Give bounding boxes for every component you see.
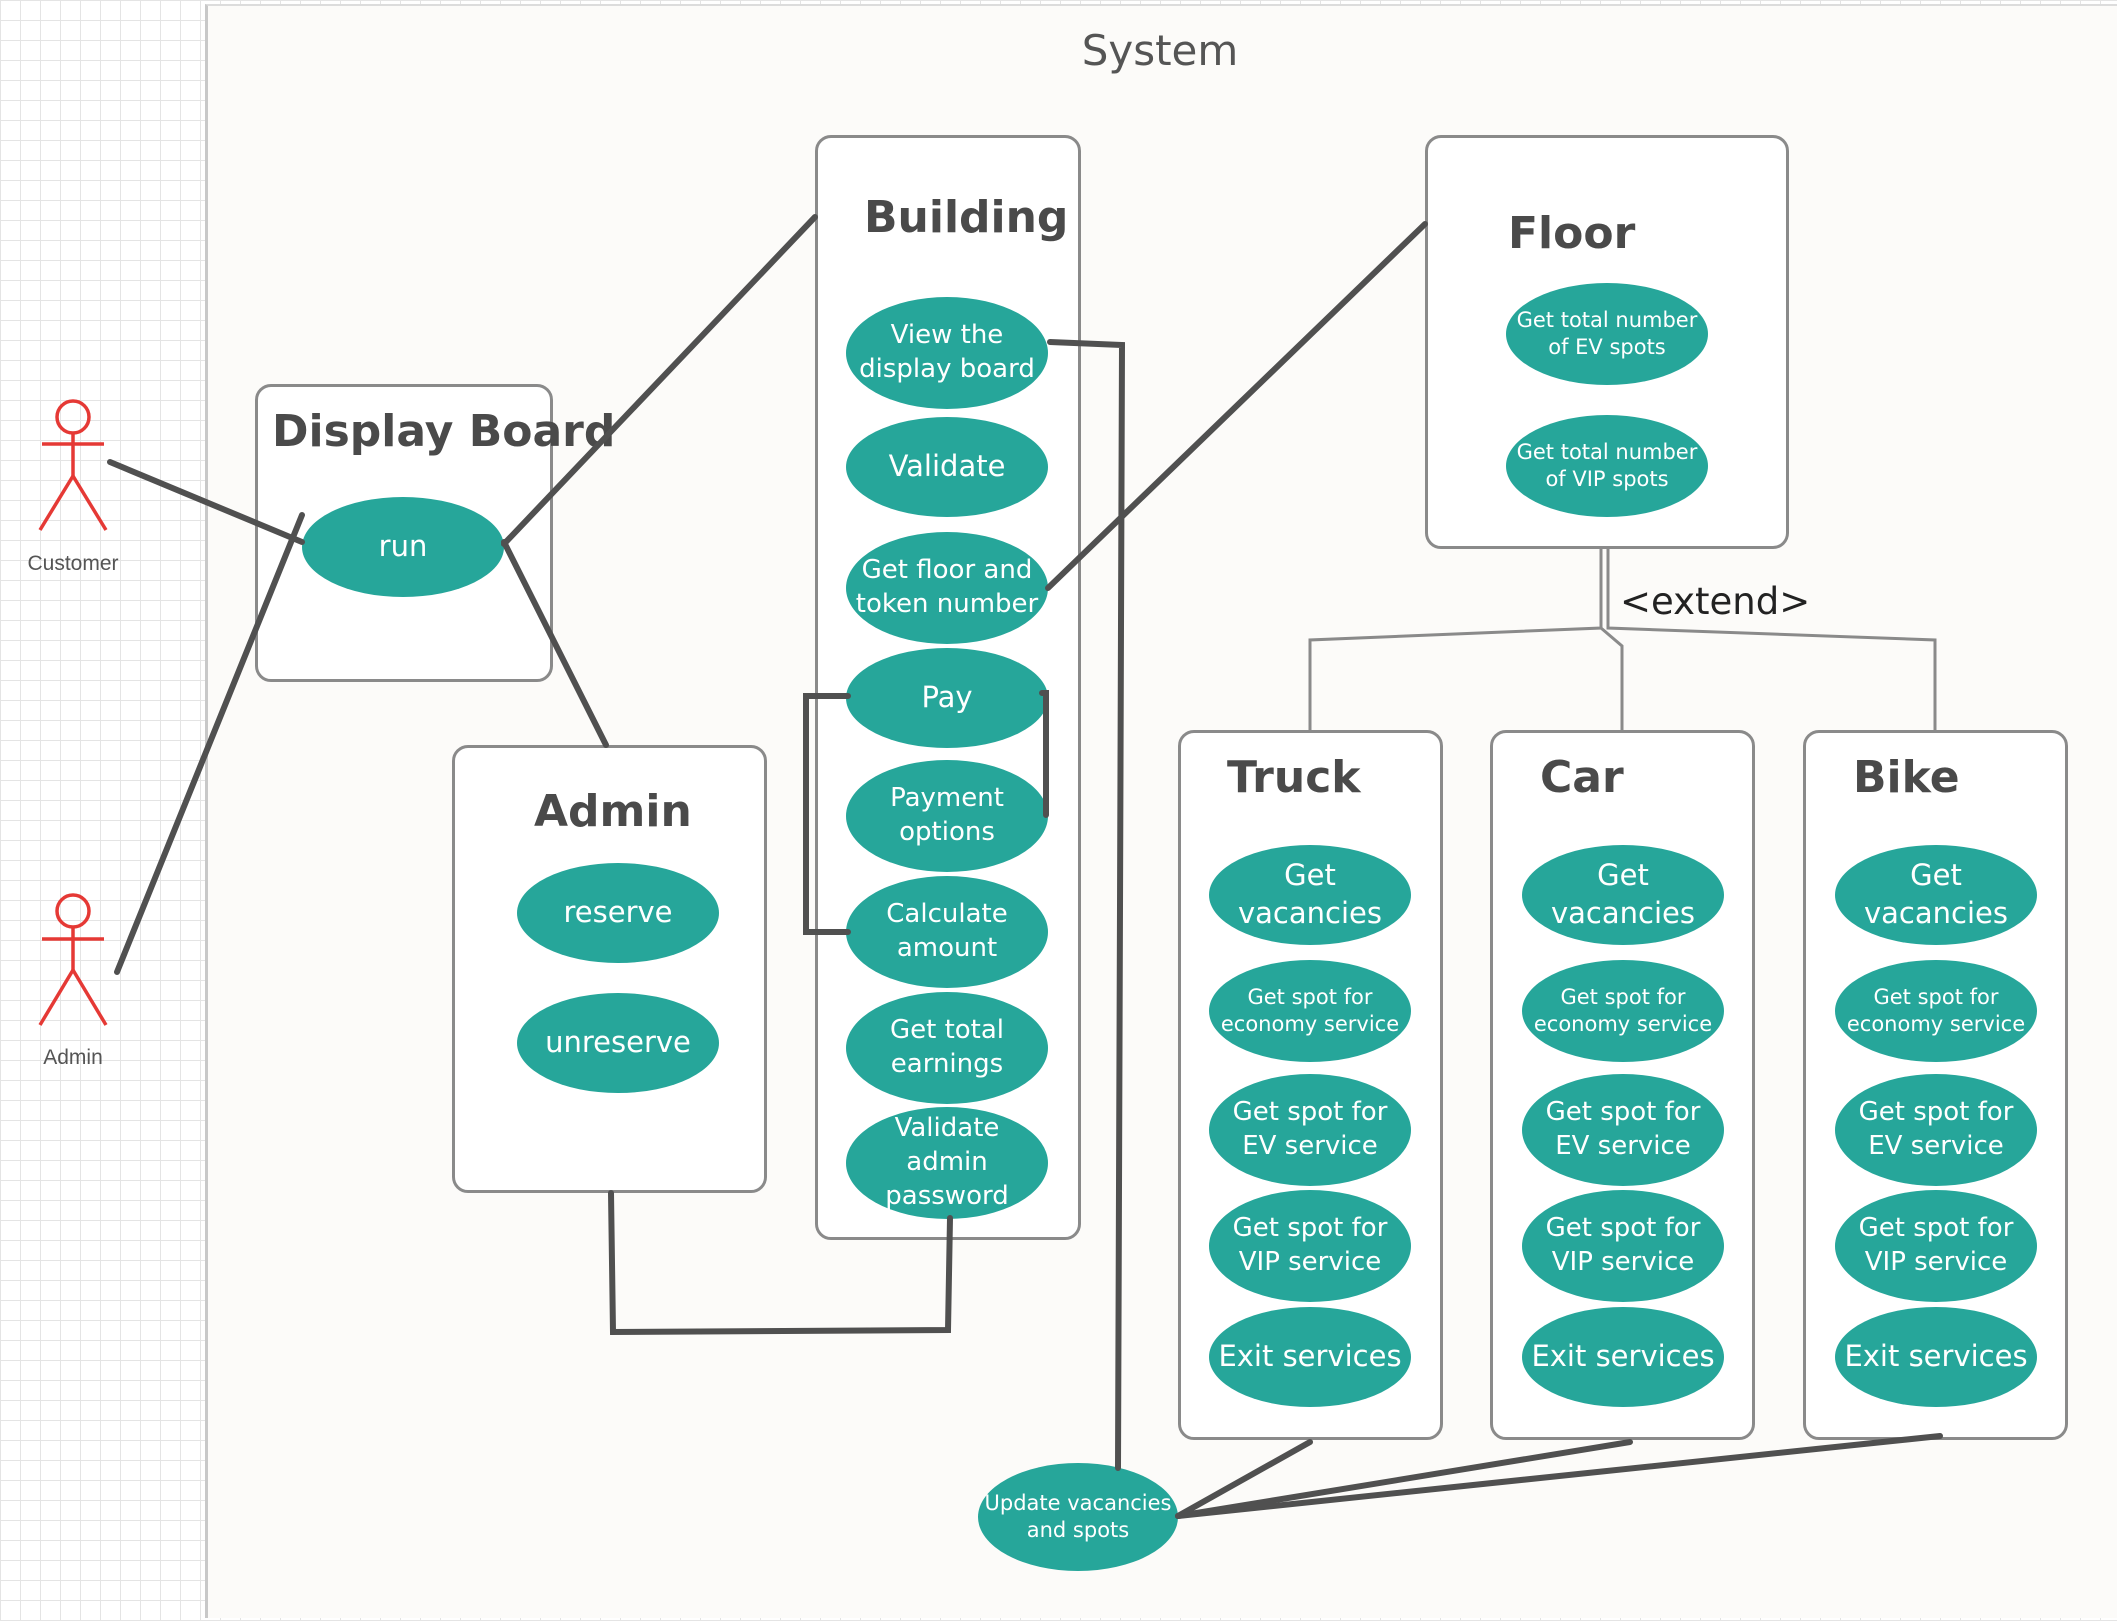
use-case-validate-admin-password[interactable]: Validate admin password [846,1107,1048,1219]
system-title: System [1081,26,1239,75]
use-case-unreserve[interactable]: unreserve [517,993,719,1093]
customer-actor-icon [38,399,108,531]
admin-box[interactable] [452,745,767,1193]
use-case-get-floor-token[interactable]: Get floor and token number [846,532,1048,644]
truck-exit-services[interactable]: Exit services [1209,1307,1411,1407]
use-case-payment-options[interactable]: Payment options [846,760,1048,872]
bike-title: Bike [1853,752,1960,803]
use-case-total-ev-spots[interactable]: Get total number of EV spots [1506,283,1708,385]
truck-ev-spot[interactable]: Get spot for EV service [1209,1074,1411,1186]
truck-get-vacancies[interactable]: Get vacancies [1209,845,1411,945]
car-title: Car [1540,752,1624,803]
use-case-get-total-earnings[interactable]: Get total earnings [846,992,1048,1104]
car-ev-spot[interactable]: Get spot for EV service [1522,1074,1724,1186]
truck-title: Truck [1227,752,1361,803]
bike-vip-spot[interactable]: Get spot for VIP service [1835,1190,2037,1302]
floor-title: Floor [1508,208,1636,259]
truck-economy-spot[interactable]: Get spot for economy service [1209,960,1411,1062]
use-case-validate[interactable]: Validate [846,417,1048,517]
extend-label: <extend> [1620,580,1811,623]
use-case-total-vip-spots[interactable]: Get total number of VIP spots [1506,415,1708,517]
car-get-vacancies[interactable]: Get vacancies [1522,845,1724,945]
car-exit-services[interactable]: Exit services [1522,1307,1724,1407]
bike-ev-spot[interactable]: Get spot for EV service [1835,1074,2037,1186]
bike-economy-spot[interactable]: Get spot for economy service [1835,960,2037,1062]
building-title: Building [864,192,1069,243]
bike-exit-services[interactable]: Exit services [1835,1307,2037,1407]
bike-get-vacancies[interactable]: Get vacancies [1835,845,2037,945]
use-case-reserve[interactable]: reserve [517,863,719,963]
use-case-calculate-amount[interactable]: Calculate amount [846,876,1048,988]
use-case-pay[interactable]: Pay [846,648,1048,748]
use-case-update-vacancies[interactable]: Update vacancies and spots [978,1463,1178,1571]
car-vip-spot[interactable]: Get spot for VIP service [1522,1190,1724,1302]
customer-actor-label: Customer [27,552,119,575]
admin-actor-icon [38,893,108,1026]
use-case-view-display-board[interactable]: View the display board [846,297,1048,409]
car-economy-spot[interactable]: Get spot for economy service [1522,960,1724,1062]
display-board-title: Display Board [272,406,616,457]
truck-vip-spot[interactable]: Get spot for VIP service [1209,1190,1411,1302]
admin-actor-label: Admin [43,1046,103,1069]
admin-box-title: Admin [534,786,692,837]
use-case-run[interactable]: run [302,497,504,597]
